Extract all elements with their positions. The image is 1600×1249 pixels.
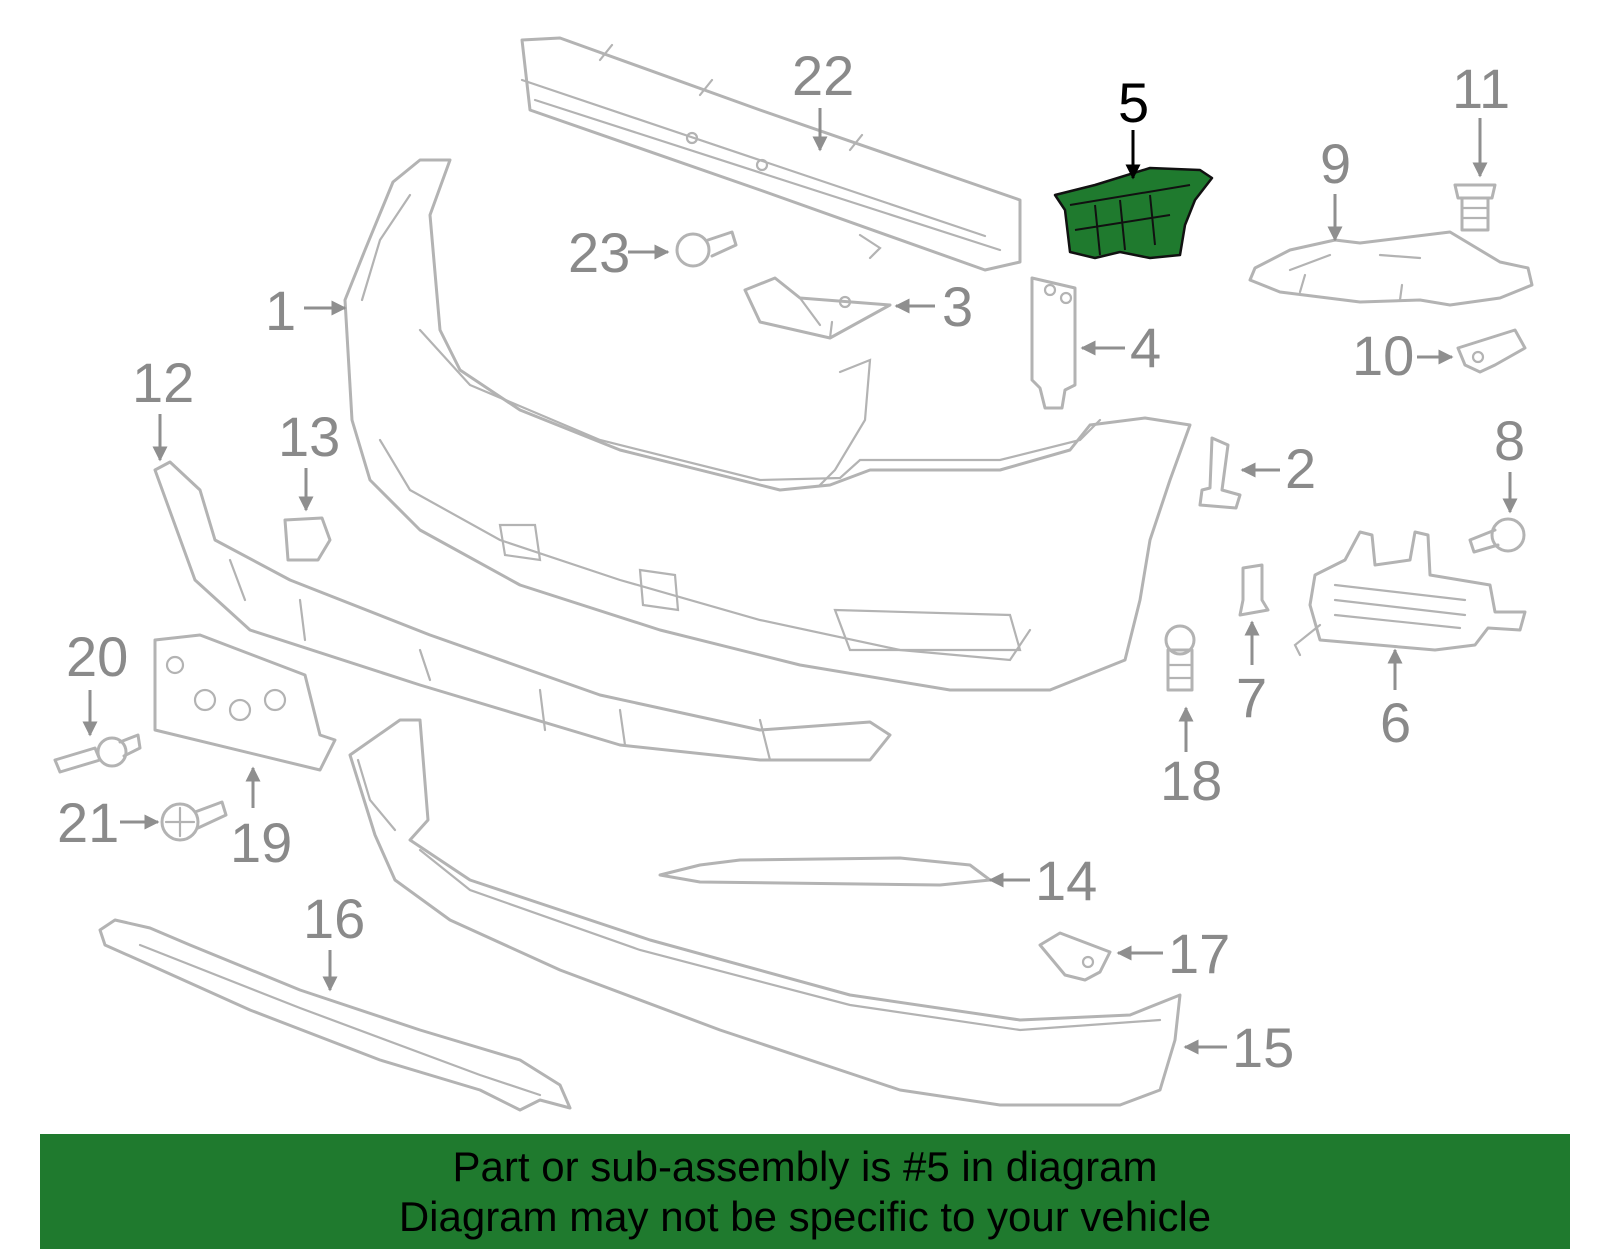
part-14-trim-strip: [658, 856, 992, 887]
callout-4: 4: [1130, 316, 1161, 379]
callout-2: 2: [1285, 437, 1316, 500]
part-11-bolt: [1453, 183, 1497, 232]
part-8-bolt: [1468, 517, 1526, 554]
part-20-push-pin: [53, 733, 142, 774]
banner-line-1: Part or sub-assembly is #5 in diagram: [452, 1143, 1158, 1190]
callout-23: 23: [568, 221, 630, 284]
callout-8: 8: [1494, 409, 1525, 472]
part-1-bumper-cover: [343, 158, 1192, 692]
callout-numbers: 22 5 11 9 23 1 3 4 10 12 13 2 8 7 6 18 2…: [57, 44, 1525, 1079]
part-15-lower-valance: [348, 718, 1182, 1107]
callout-21: 21: [57, 791, 119, 854]
part-12-grille-trim: [153, 460, 892, 762]
part-7-clip: [1238, 563, 1270, 617]
part-2-push-pin: [1198, 436, 1242, 510]
callout-19: 19: [230, 811, 292, 874]
callout-15: 15: [1232, 1016, 1294, 1079]
part-6-fog-lamp-bracket: [1293, 530, 1527, 657]
part-13-cap: [283, 516, 332, 562]
callout-7: 7: [1236, 666, 1267, 729]
callout-5-highlighted: 5: [1118, 71, 1149, 134]
callout-14: 14: [1035, 849, 1097, 912]
callout-9: 9: [1320, 132, 1351, 195]
callout-22: 22: [792, 44, 854, 107]
leader-lines: [82, 108, 1518, 1055]
callout-1: 1: [265, 279, 296, 342]
callout-13: 13: [278, 405, 340, 468]
callout-3: 3: [942, 275, 973, 338]
part-9-deflector: [1248, 230, 1534, 307]
info-banner: Part or sub-assembly is #5 in diagram Di…: [40, 1134, 1570, 1249]
part-18-bolt: [1164, 624, 1196, 692]
callout-12: 12: [132, 351, 194, 414]
banner-line-2: Diagram may not be specific to your vehi…: [398, 1193, 1212, 1240]
callout-16: 16: [303, 887, 365, 950]
part-16-lower-trim: [98, 918, 572, 1112]
part-19-license-bracket: [153, 633, 337, 772]
part-4-bracket: [1030, 276, 1077, 410]
part-5-highlighted-bracket: [1053, 166, 1214, 260]
callout-11: 11: [1452, 57, 1510, 120]
part-17-clip: [1038, 931, 1112, 982]
callout-6: 6: [1380, 691, 1411, 754]
callout-10: 10: [1352, 324, 1414, 387]
part-3-bracket: [743, 276, 892, 340]
part-23-bolt: [675, 230, 738, 268]
part-22-impact-bar: [520, 36, 1022, 272]
part-10-clip: [1456, 328, 1527, 374]
callout-20: 20: [66, 625, 128, 688]
part-21-screw: [160, 800, 228, 842]
callout-17: 17: [1168, 922, 1230, 985]
callout-18: 18: [1160, 749, 1222, 812]
